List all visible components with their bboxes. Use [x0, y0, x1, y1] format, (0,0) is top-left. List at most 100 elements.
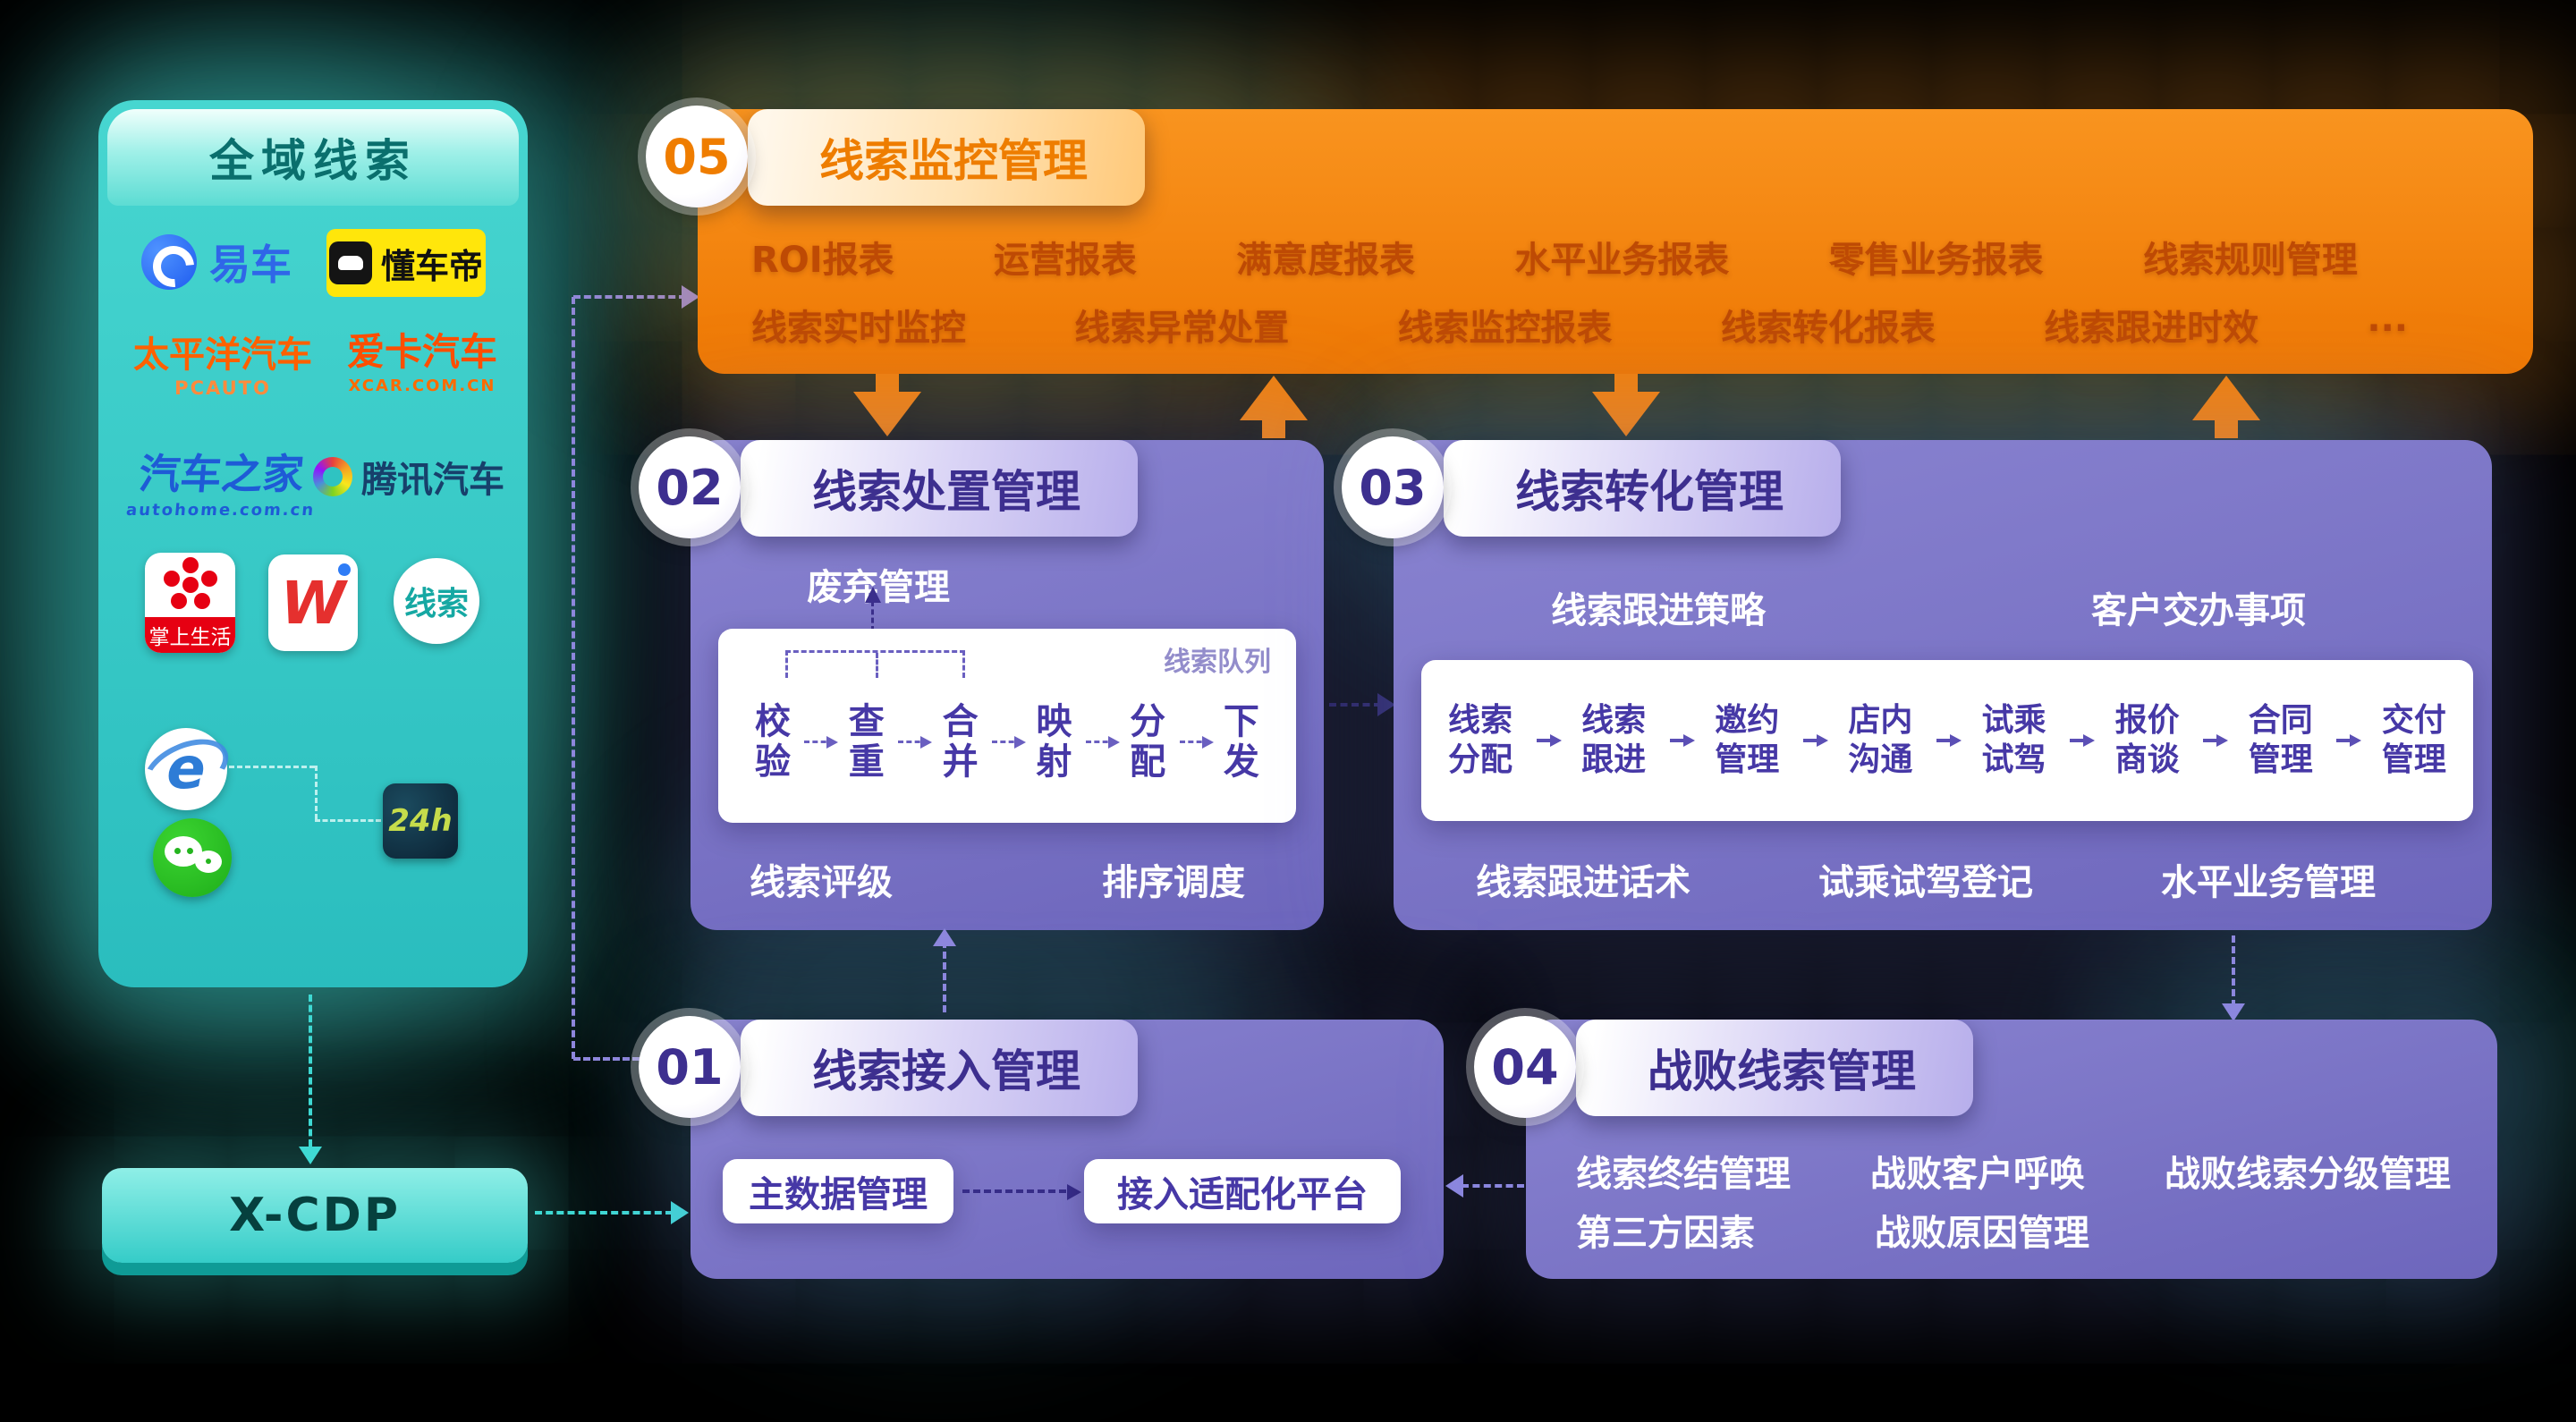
queue-step: 查重	[848, 700, 885, 783]
step-arrow-icon	[1936, 734, 1962, 747]
connector-01-to-05	[573, 1057, 640, 1061]
panel-05-lead-monitoring: 线索监控管理 05 ROI报表 运营报表 满意度报表 水平业务报表 零售业务报表…	[646, 106, 2533, 374]
arrow-02-to-05	[1240, 376, 1308, 438]
arrowhead-down	[299, 1147, 322, 1164]
conversion-step: 报价商谈	[2114, 702, 2180, 778]
conversion-step: 线索跟进	[1581, 702, 1647, 778]
pcauto-label: 太平洋汽车	[133, 334, 312, 376]
arrow-03-to-05	[2192, 376, 2260, 438]
connector-01-to-05	[573, 295, 686, 299]
autohome-label: 汽车之家	[137, 450, 307, 498]
dongchedi-icon	[328, 241, 372, 284]
conversion-steps-box: 线索分配 线索跟进 邀约管理 店内沟通 试乘试驾 报价商谈 合同管理 交付管理	[1421, 660, 2473, 821]
logo-dongchedi: 懂车帝	[326, 229, 486, 297]
xcdp-block: X-CDP	[102, 1168, 528, 1263]
monitor-item: 线索规则管理	[2142, 240, 2358, 281]
conversion-step: 店内沟通	[1848, 702, 1913, 778]
panel-05-badge: 05	[646, 106, 748, 207]
xcdp-label: X-CDP	[229, 1189, 401, 1242]
arrow-sources-to-xcdp	[309, 995, 312, 1147]
thirdparty-factor-label: 第三方因素	[1576, 1213, 1755, 1254]
global-leads-panel: 全域线索 易车 懂车帝 太平洋汽车 PCAUTO 爱卡汽车 XCAR.COM.C…	[98, 100, 528, 987]
lead-queue-label: 线索队列	[1164, 647, 1271, 678]
step-arrow-icon	[898, 736, 933, 749]
connector-01-to-05	[572, 297, 575, 1059]
24h-label: 24h	[388, 803, 453, 839]
w-app-icon: W	[268, 554, 358, 651]
arrow-03-to-04	[2232, 935, 2235, 1007]
step-arrow-icon	[1536, 734, 1562, 747]
connector-ie-24h	[315, 766, 318, 819]
lost-lead-grading-label: 战败线索分级管理	[2165, 1154, 2451, 1195]
arrowhead-up	[933, 928, 956, 946]
24h-hotline-icon: 24h	[383, 783, 458, 859]
access-adapter-box: 接入适配化平台	[1084, 1159, 1401, 1223]
monitor-item: 线索跟进时效	[2044, 308, 2259, 349]
panel-05-title: 线索监控管理	[748, 109, 1145, 206]
conversion-step: 试乘试驾	[1981, 702, 2046, 778]
customer-tasks-label: 客户交办事项	[2091, 590, 2306, 631]
panel-02-title: 线索处置管理	[741, 440, 1138, 537]
queue-step: 校验	[755, 700, 791, 783]
step-arrow-icon	[1179, 736, 1214, 749]
lead-rating-label: 线索评级	[750, 862, 893, 903]
horizontal-business-label: 水平业务管理	[2161, 862, 2376, 903]
conversion-step: 交付管理	[2381, 702, 2446, 778]
panel-05-row1: ROI报表 运营报表 满意度报表 水平业务报表 零售业务报表 线索规则管理	[698, 231, 2533, 283]
monitor-item: ...	[2367, 299, 2408, 340]
queue-step: 分配	[1130, 700, 1166, 783]
conversion-steps: 线索分配 线索跟进 邀约管理 店内沟通 试乘试驾 报价商谈 合同管理 交付管理	[1421, 660, 2473, 821]
logo-autohome: 汽车之家 autohome.com.cn	[125, 442, 316, 520]
logo-yiche: 易车	[141, 233, 292, 292]
arrowhead-right	[671, 1201, 689, 1224]
dongchedi-label: 懂车帝	[380, 246, 483, 286]
panel-04-row1: 线索终结管理 战败客户呼唤 战败线索分级管理	[1526, 1145, 2497, 1197]
conversion-step: 线索分配	[1447, 702, 1513, 778]
monitor-item: 满意度报表	[1236, 240, 1416, 281]
step-arrow-icon	[1085, 736, 1120, 749]
arrow-05-to-02	[853, 374, 921, 436]
monitor-item: 线索转化报表	[1720, 308, 1936, 349]
yiche-icon	[141, 234, 197, 290]
master-data-box: 主数据管理	[723, 1159, 953, 1223]
panel-02-badge: 02	[639, 436, 741, 538]
panel-04-lost-leads: 战败线索管理 04 线索终结管理 战败客户呼唤 战败线索分级管理 第三方因素 战…	[1474, 1016, 2497, 1279]
zhangshang-label: 掌上生活	[145, 617, 235, 653]
panel-03-top-row: 线索跟进策略 客户交办事项	[1394, 581, 2492, 633]
queue-steps: 校验 查重 合并 映射 分配 下发	[718, 673, 1296, 810]
connector-ie-24h	[315, 819, 381, 822]
ie-letter: e	[166, 736, 206, 802]
arrowhead-down	[2222, 1003, 2245, 1021]
panel-02-bottom-row: 线索评级 排序调度	[691, 853, 1324, 905]
global-leads-title: 全域线索	[107, 109, 519, 206]
testdrive-registration-label: 试乘试驾登记	[1818, 862, 2033, 903]
conversion-step: 合同管理	[2248, 702, 2313, 778]
monitor-item: 线索实时监控	[751, 308, 966, 349]
arrowhead-right	[682, 285, 699, 309]
arrow-xcdp-to-panel01	[535, 1211, 673, 1215]
panel-01-title: 线索接入管理	[741, 1020, 1138, 1116]
monitor-item: 线索监控报表	[1397, 308, 1613, 349]
arrow-masterdata-to-adapter	[962, 1184, 1081, 1200]
lost-customer-callback-label: 战败客户呼唤	[1870, 1154, 2085, 1195]
sort-scheduling-label: 排序调度	[1102, 862, 1245, 903]
step-arrow-icon	[1802, 734, 1828, 747]
lead-termination-label: 线索终结管理	[1576, 1154, 1791, 1195]
step-arrow-icon	[804, 736, 839, 749]
w-app-label: W	[280, 568, 346, 638]
queue-bracket-connector	[785, 650, 965, 678]
panel-05-row2: 线索实时监控 线索异常处置 线索监控报表 线索转化报表 线索跟进时效 ...	[698, 299, 2533, 351]
step-arrow-icon	[2070, 734, 2096, 747]
conversion-step: 邀约管理	[1715, 702, 1780, 778]
monitor-item: ROI报表	[751, 240, 894, 281]
arrowhead-left	[1445, 1174, 1463, 1198]
monitor-item: 零售业务报表	[1828, 240, 2044, 281]
arrow-01-to-02	[943, 941, 946, 1012]
xcar-label: 爱卡汽车	[346, 330, 497, 374]
monitor-item: 水平业务报表	[1514, 240, 1730, 281]
step-arrow-icon	[2336, 734, 2362, 747]
panel-04-title: 战败线索管理	[1576, 1020, 1973, 1116]
queue-step: 映射	[1036, 700, 1072, 783]
wechat-icon	[153, 818, 232, 897]
